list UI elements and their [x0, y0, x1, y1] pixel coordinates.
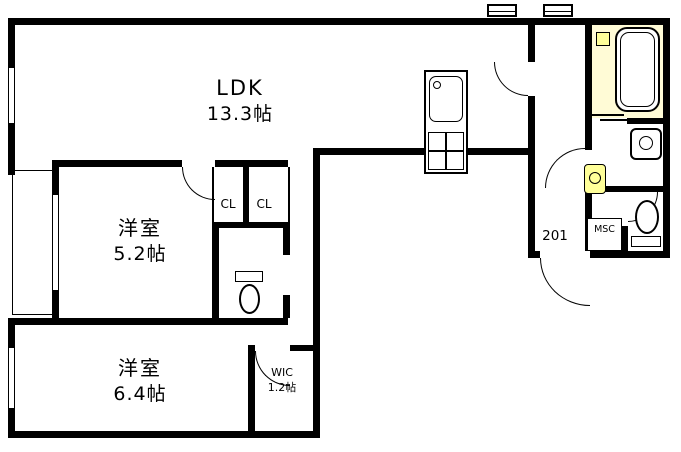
unit-number-label: 201 [542, 228, 568, 244]
washbasin-bowl [589, 172, 601, 184]
wall-segment [585, 18, 592, 150]
wall-segment [52, 290, 59, 318]
wall-segment [585, 186, 663, 192]
bath-counter-icon [596, 32, 610, 46]
wall-segment [243, 167, 249, 222]
room-label-bedroom1: 洋室 [118, 216, 162, 240]
wall-segment [52, 160, 182, 167]
wall-segment [622, 226, 628, 251]
vent-icon [487, 4, 517, 17]
wall-segment [52, 160, 59, 195]
wall-segment [585, 118, 592, 124]
closet-label-1: CL [220, 197, 236, 211]
door-arc-entrance [540, 258, 590, 306]
toilet-icon [635, 200, 659, 234]
wall-segment [627, 118, 663, 124]
wall-segment [290, 345, 313, 351]
bathtub-inner-line [620, 32, 655, 107]
balcony-outline [12, 170, 53, 315]
wall-segment [8, 318, 288, 325]
toilet-icon [239, 284, 260, 314]
vent-icon [543, 4, 573, 17]
closet-label-2: CL [256, 197, 272, 211]
washbasin-bowl [639, 136, 653, 150]
toilet-tank [631, 236, 661, 247]
wall-segment [212, 228, 219, 318]
wall-segment [8, 431, 320, 438]
wall-segment [8, 318, 15, 348]
room-size-bedroom2: 6.4帖 [113, 383, 167, 405]
door-arc-washroom [545, 148, 585, 188]
wall-segment [8, 18, 670, 25]
wall-segment [663, 18, 670, 258]
sliding-door-line [588, 114, 624, 116]
door-arc-ldk [494, 62, 528, 96]
wall-segment [8, 408, 15, 438]
wall-segment [8, 123, 15, 175]
closet-front-line [288, 167, 290, 222]
toilet-tank [235, 271, 263, 282]
window [8, 68, 15, 123]
room-size-ldk: 13.3帖 [206, 103, 274, 125]
window [8, 348, 15, 408]
wall-segment [283, 295, 290, 318]
wall-segment [528, 18, 535, 62]
msc-cabinet [587, 218, 622, 251]
faucet-icon [433, 81, 441, 89]
wall-segment [590, 251, 670, 258]
room-size-bedroom1: 5.2帖 [113, 243, 167, 265]
wall-segment [248, 345, 255, 438]
wic-size: 1.2帖 [267, 381, 297, 394]
wall-segment [528, 96, 535, 258]
wall-segment [212, 222, 290, 228]
wic-label: WIC [271, 366, 293, 379]
wall-segment [313, 148, 320, 438]
stove-grid-line [445, 132, 447, 170]
window [52, 195, 59, 290]
sliding-door-line [600, 119, 636, 121]
room-label-bedroom2: 洋室 [118, 356, 162, 380]
wall-segment [313, 148, 424, 155]
msc-label: MSC [594, 224, 615, 235]
wall-segment [468, 148, 528, 155]
wall-segment [215, 160, 288, 167]
wall-segment [8, 18, 15, 68]
room-label-ldk: LDK [216, 76, 264, 100]
door-arc-bedroom1 [182, 167, 215, 200]
wall-segment [283, 222, 290, 255]
